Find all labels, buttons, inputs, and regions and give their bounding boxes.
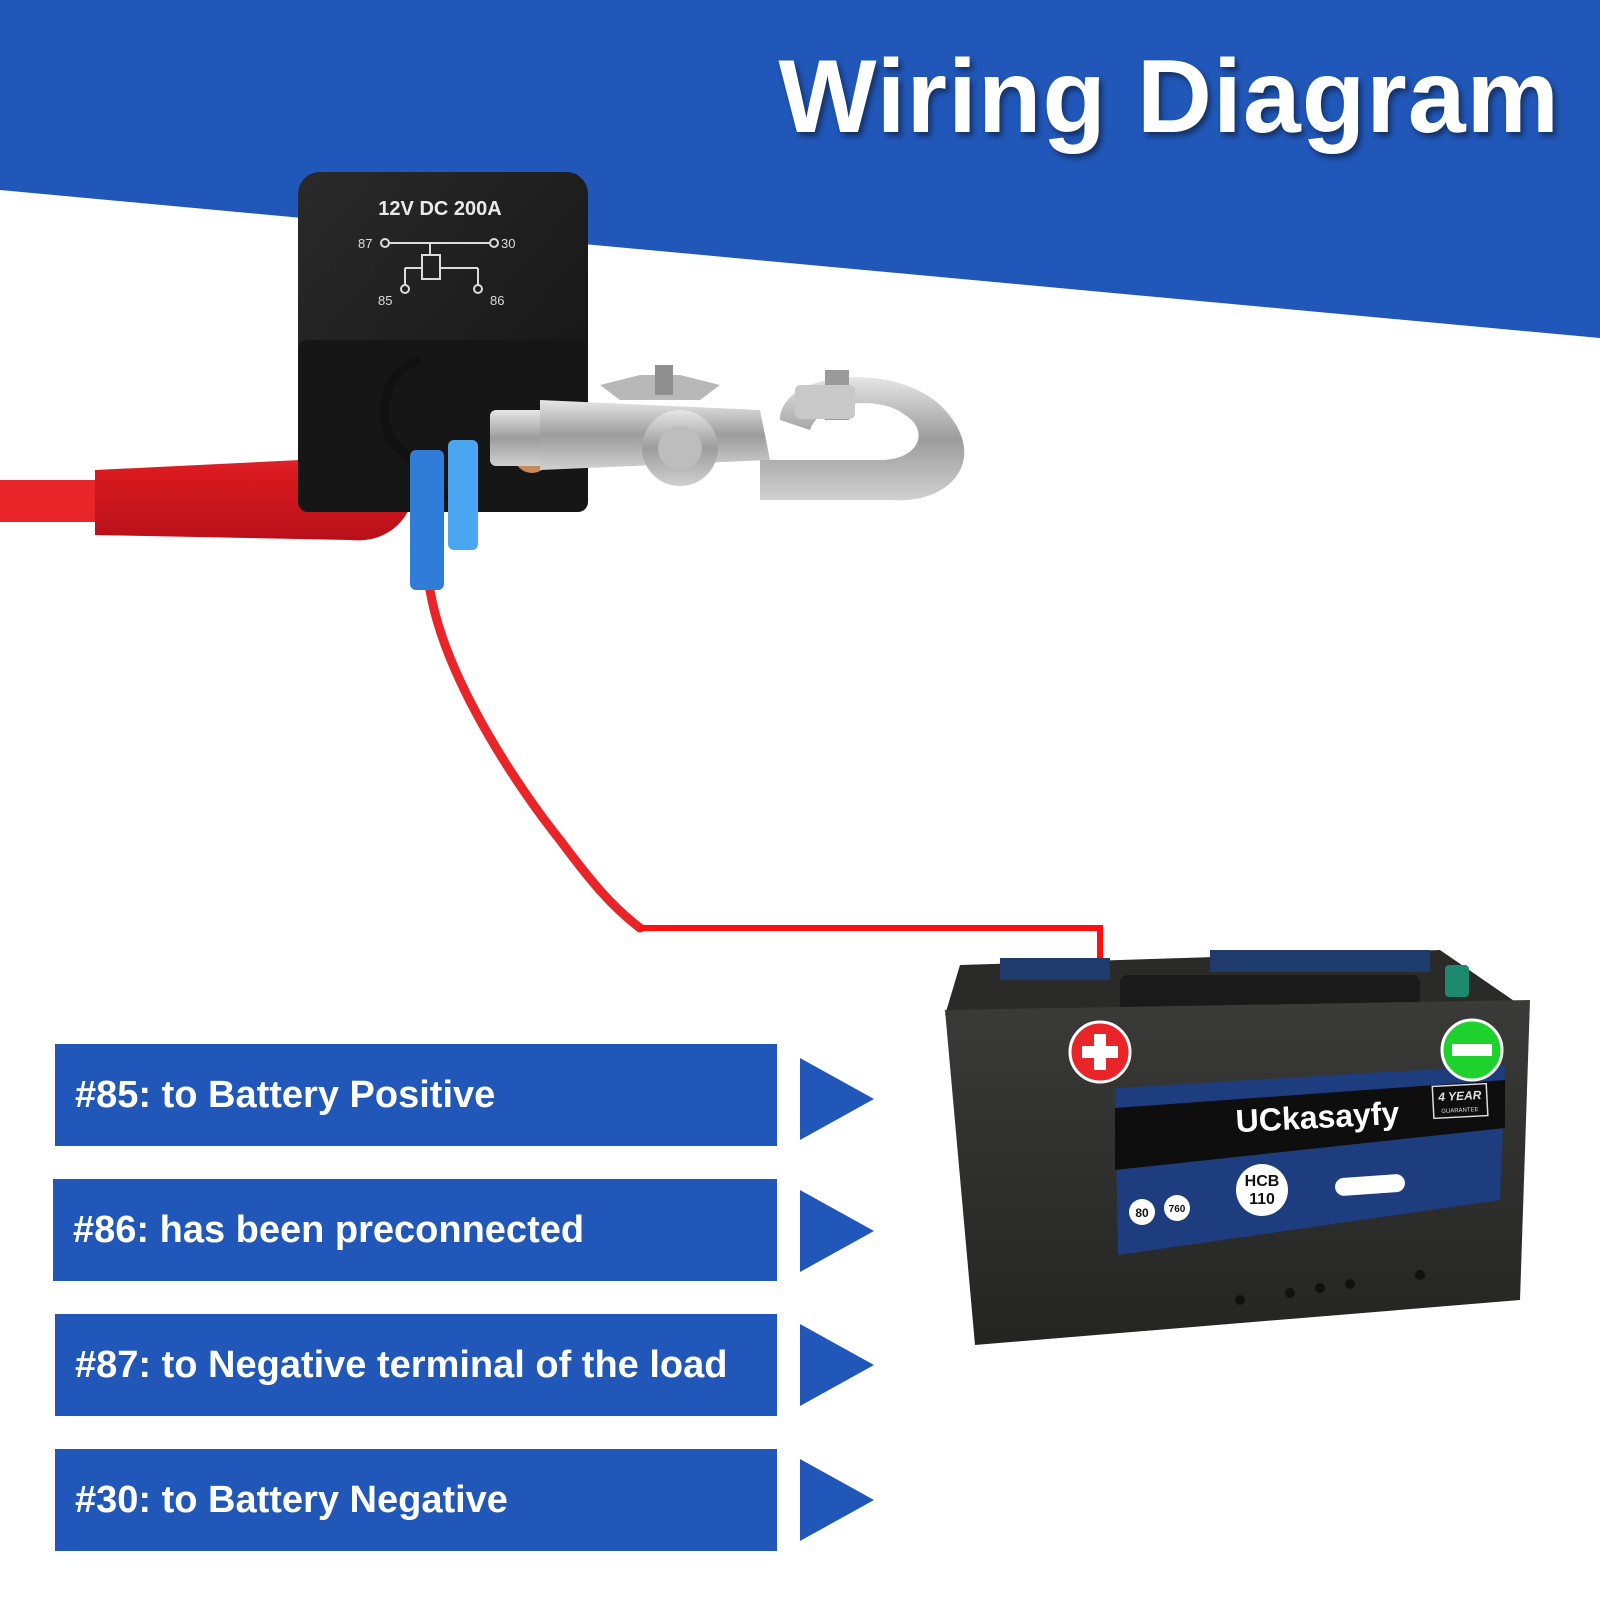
blue-connector-86 [448,440,478,550]
label-pin-86: #86: has been preconnected [53,1179,777,1281]
label-pin-85-text: #85: to Battery Positive [75,1073,496,1116]
battery: UCkasayfy 4 YEAR GUARANTEE HCB 110 80 76… [945,950,1530,1345]
relay: 12V DC 200A 87 30 85 86 [298,172,588,590]
battery-lid-panel [1000,958,1110,980]
page-title: Wiring Diagram [778,39,1560,155]
relay-schematic [380,238,499,294]
label-pin-86-text: #86: has been preconnected [73,1208,585,1251]
battery-clamp [490,365,965,501]
minus-icon [1440,1018,1504,1082]
guarantee-badge-line2: GUARANTEE [1441,1107,1479,1115]
label-pin-87: #87: to Negative terminal of the load [55,1314,777,1416]
capacity-circle [1129,1199,1155,1225]
battery-base-dots [1235,1270,1425,1305]
guarantee-badge-line1: 4 YEAR [1437,1088,1482,1104]
model-line2: 110 [1249,1191,1275,1208]
negative-post [1445,965,1469,997]
plus-icon [1068,1020,1132,1084]
label-pin-30: #30: to Battery Negative [55,1449,777,1551]
wing-screw [655,365,673,395]
model-line1: HCB [1245,1173,1280,1190]
relay-rating: 12V DC 200A [378,198,501,220]
terminal-clamp-ring [760,377,965,501]
banner-shape [0,0,1600,338]
label-pin-30-text: #30: to Battery Negative [75,1478,508,1521]
label-pin-85: #85: to Battery Positive [55,1044,777,1146]
cca-circle [1164,1195,1190,1221]
battery-brand: UCkasayfy [1235,1095,1401,1140]
battery-lid-panel-2 [1210,950,1430,972]
arrow-right-icon [800,1324,874,1406]
arrow-right-icon [800,1459,874,1541]
recycle-pill [1335,1174,1405,1196]
battery-label-black [1115,1080,1505,1170]
trigger-wire [425,585,645,933]
arrow-right-icon [800,1058,874,1140]
nut [490,410,546,466]
blue-connector-85 [410,450,444,590]
model-circle [1236,1164,1288,1216]
label-pin-87-text: #87: to Negative terminal of the load [75,1343,728,1386]
guarantee-badge [1431,1082,1489,1120]
relay-pin-30: 30 [501,236,515,251]
relay-pin-87: 87 [358,236,372,251]
relay-pin-86: 86 [490,293,504,308]
relay-pin-85: 85 [378,293,392,308]
relay-base [298,340,588,512]
strap-bolt-head [658,426,702,470]
capacity-value: 80 [1135,1206,1149,1220]
arrow-right-icon [800,1190,874,1272]
cca-value: 760 [1169,1204,1186,1215]
clamp-nut [795,385,855,419]
